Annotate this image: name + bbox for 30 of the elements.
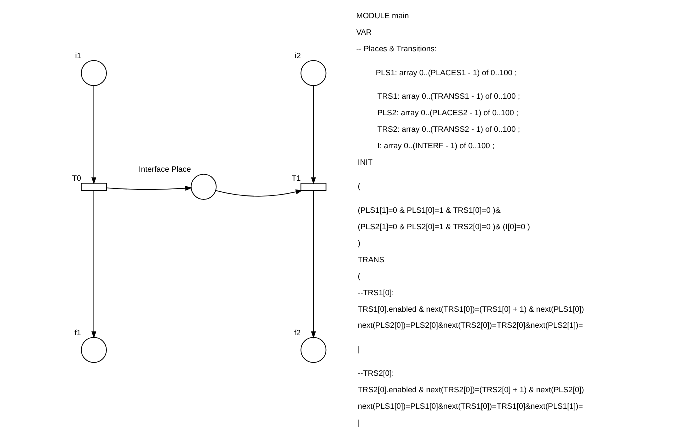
label: ) xyxy=(358,238,361,248)
label: TRS2[0].enabled & next(TRS2[0])=(TRS2[0] + 1) & next(PLS2[0]) xyxy=(358,386,584,395)
node-label: i1 xyxy=(75,51,82,60)
label: next(PLS1[0])=PLS1[0]&next(TRS1[0])=TRS1[0]&next(PLS1[1])= xyxy=(358,402,584,412)
label: MODULE main xyxy=(356,11,410,20)
label: --TRS2[0]: xyxy=(358,369,394,378)
node-label: T1 xyxy=(292,174,302,184)
label: --TRS1[0]: xyxy=(358,288,394,298)
label: | xyxy=(358,345,360,354)
node-label: f1 xyxy=(74,328,82,338)
label: (PLS1[1]=0 & PLS1[0]=1 & TRS1[0]=0 )& xyxy=(358,206,501,215)
node-label: T0 xyxy=(72,174,82,184)
node-label: i2 xyxy=(294,51,302,60)
label: PLS1: array 0..(PLACES1 - 1) of 0..100 ; xyxy=(376,68,518,78)
label: TRANS xyxy=(358,255,385,264)
label: | xyxy=(358,418,360,428)
label: I: array 0..(INTERF - 1) of 0..100 ; xyxy=(378,142,495,151)
label: TRS1: array 0..(TRANSS1 - 1) of 0..100 ; xyxy=(378,92,520,102)
label: VAR xyxy=(356,28,372,37)
node-label: f2 xyxy=(294,328,301,338)
label: PLS2: array 0..(PLACES2 - 1) of 0..100 ; xyxy=(378,108,519,118)
label: -- Places & Transitions: xyxy=(356,44,437,54)
label: TRS2: array 0..(TRANSS2 - 1) of 0..100 ; xyxy=(378,125,520,134)
label: TRS1[0].enabled & next(TRS1[0])=(TRS1[0] + 1) & next(PLS1[0]) xyxy=(358,304,584,314)
label: ( xyxy=(358,182,361,192)
label: next(PLS2[0])=PLS2[0]&next(TRS2[0])=TRS2[0]&next(PLS2[1])= xyxy=(358,321,584,330)
label: (PLS2[1]=0 & PLS2[0]=1 & TRS2[0]=0 )& (I[0]=0 ) xyxy=(358,222,530,232)
label: ( xyxy=(358,272,361,281)
node-label: Interface Place xyxy=(138,165,192,174)
label: INIT xyxy=(358,158,373,168)
